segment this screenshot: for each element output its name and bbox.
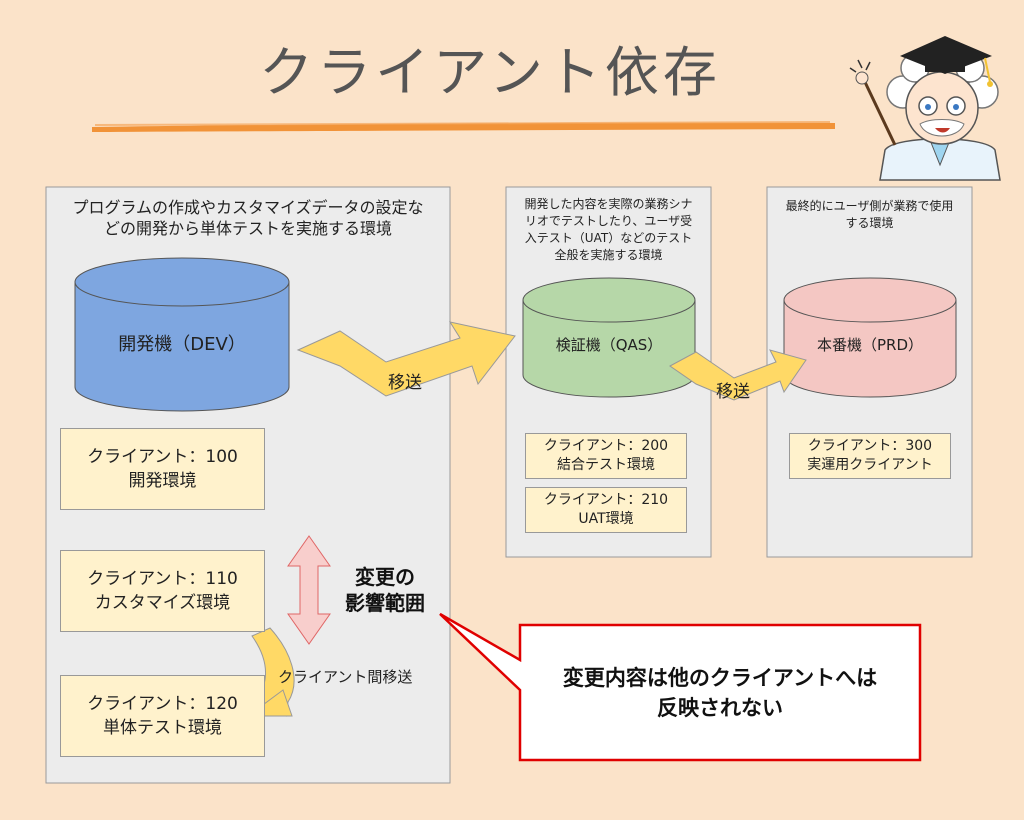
- qas-db-label: 検証機（QAS）: [555, 336, 663, 354]
- page-title: クライアント依存: [259, 41, 721, 104]
- scope-line: 変更の: [355, 565, 415, 589]
- callout-line: 反映されない: [657, 695, 783, 720]
- qas-db-cylinder: [522, 277, 696, 398]
- callout-message: 変更内容は他のクライアントへは 反映されない: [520, 625, 920, 760]
- dev-db-label: 開発機（DEV）: [118, 334, 246, 355]
- prd-db-label: 本番機（PRD）: [816, 336, 924, 354]
- prd-description: 最終的にユーザ側が業務で使用 する環境: [769, 198, 970, 232]
- qas-description-line: 全般を実施する環境: [554, 248, 663, 262]
- qas-description: 開発した内容を実際の業務シナ リオでテストしたり、ユーザ受 入テスト（UAT）な…: [508, 196, 709, 264]
- client-role: 実運用クライアント: [807, 457, 933, 473]
- qas-description-line: 入テスト（UAT）などのテスト: [524, 231, 693, 245]
- transport-arrow-qas-prd: [669, 349, 807, 401]
- client-number: クライアント：200: [543, 438, 669, 454]
- scope-line: 影響範囲: [345, 591, 425, 615]
- client-box-120: クライアント：120 単体テスト環境: [60, 675, 265, 757]
- client-box-110: クライアント：110 カスタマイズ環境: [60, 550, 265, 632]
- dev-description-line: どの開発から単体テストを実施する環境: [103, 219, 392, 238]
- transport-label-dev-qas: 移送: [388, 373, 422, 393]
- client-role: カスタマイズ環境: [94, 593, 231, 613]
- change-scope-label: 変更の 影響範囲: [330, 564, 440, 616]
- client-number: クライアント：210: [543, 492, 669, 508]
- scope-double-arrow: [287, 535, 331, 645]
- qas-description-line: 開発した内容を実際の業務シナ: [524, 197, 693, 211]
- client-role: UAT環境: [578, 511, 634, 527]
- dev-description-line: プログラムの作成やカスタマイズデータの設定な: [72, 198, 424, 217]
- client-role: 単体テスト環境: [103, 718, 222, 738]
- inter-client-transport-label: クライアント間移送: [278, 668, 413, 686]
- client-number: クライアント：100: [87, 447, 238, 467]
- client-box-100: クライアント：100 開発環境: [60, 428, 265, 510]
- dev-db-cylinder: [74, 257, 290, 412]
- callout-line: 変更内容は他のクライアントへは: [562, 665, 878, 690]
- client-role: 開発環境: [128, 471, 197, 491]
- transport-arrow-dev-qas: [296, 321, 516, 397]
- dev-description: プログラムの作成やカスタマイズデータの設定な どの開発から単体テストを実施する環…: [50, 197, 446, 239]
- callout-bubble: [439, 612, 922, 762]
- client-box-210: クライアント：210 UAT環境: [525, 487, 687, 533]
- professor-mascot: [849, 36, 1001, 181]
- prd-description-line: 最終的にユーザ側が業務で使用: [785, 199, 954, 213]
- client-number: クライアント：120: [87, 694, 238, 714]
- prd-db-cylinder: [783, 277, 957, 398]
- qas-description-line: リオでテストしたり、ユーザ受: [524, 214, 693, 228]
- client-number: クライアント：110: [87, 569, 238, 589]
- prd-description-line: する環境: [845, 216, 894, 230]
- client-number: クライアント：300: [807, 438, 933, 454]
- client-box-200: クライアント：200 結合テスト環境: [525, 433, 687, 479]
- client-role: 結合テスト環境: [557, 457, 655, 473]
- transport-label-qas-prd: 移送: [716, 382, 750, 402]
- client-box-300: クライアント：300 実運用クライアント: [789, 433, 951, 479]
